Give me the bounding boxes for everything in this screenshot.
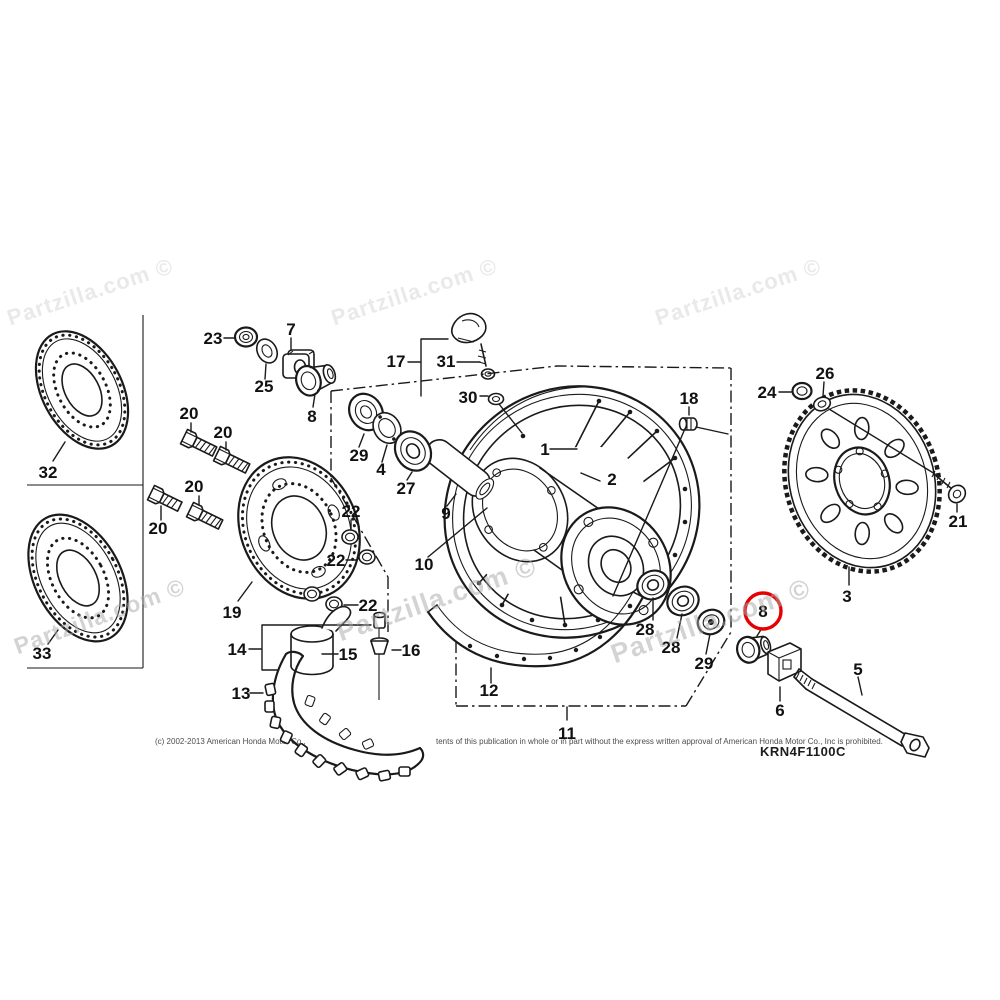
part-label-29: 29	[695, 654, 714, 673]
part-label-16: 16	[402, 641, 421, 660]
part-label-11: 11	[558, 724, 576, 743]
part-label-24: 24	[758, 383, 777, 402]
part-label-21: 21	[949, 512, 968, 531]
part-label-6: 6	[775, 701, 784, 720]
brake-disc-33	[27, 513, 129, 643]
part-label-22: 22	[327, 551, 346, 570]
part-label-20: 20	[185, 477, 204, 496]
rim-band-14	[290, 605, 352, 676]
collar-8-highlighted-part	[735, 635, 772, 664]
flange-nut-22	[303, 529, 376, 612]
part-label-8: 8	[307, 407, 316, 426]
part-label-28: 28	[662, 638, 681, 657]
part-label-33: 33	[33, 644, 52, 663]
disc-frame-lines	[27, 315, 144, 669]
rim-lock-washer-30	[487, 392, 505, 406]
part-label-3: 3	[842, 587, 851, 606]
brake-disc-32	[34, 330, 130, 450]
part-label-26: 26	[816, 364, 835, 383]
part-label-12: 12	[480, 681, 499, 700]
disc-bolt-20	[146, 484, 183, 512]
hub-brake-flange	[471, 457, 569, 563]
spoke-nipples	[476, 398, 688, 628]
part-label-17: 17	[387, 352, 406, 371]
part-label-22: 22	[359, 596, 378, 615]
collar-8-upper	[295, 363, 337, 397]
bearing-27	[393, 430, 433, 472]
brake-disc-19	[237, 456, 361, 600]
bearing-28b	[666, 585, 700, 617]
part-label-7: 7	[286, 320, 295, 339]
highlight-circle	[743, 591, 783, 631]
part-label-30: 30	[459, 388, 478, 407]
diagram-code: KRN4F1100C	[760, 744, 846, 759]
disc-bolt-20	[185, 501, 224, 530]
part-label-23: 23	[204, 329, 223, 348]
rim-lock-17	[450, 312, 487, 367]
wheel-assembly	[443, 385, 701, 639]
part-label-4: 4	[376, 460, 386, 479]
copyright-text-right: tents of this publication in whole or in…	[436, 737, 883, 746]
part-label-14: 14	[228, 640, 247, 659]
axle-bolt-5	[793, 668, 930, 758]
axle-nut-23	[233, 326, 259, 348]
tire-13	[264, 650, 425, 782]
valve-15-16	[370, 611, 389, 700]
part-label-25: 25	[255, 377, 274, 396]
spoke-nipple-18	[678, 417, 698, 431]
sprocket-washer-26	[812, 396, 832, 412]
copyright-text-left: (c) 2002-2013 American Honda Motor Co.,	[155, 737, 306, 746]
washer-25	[255, 338, 279, 364]
part-label-2: 2	[607, 470, 616, 489]
part-label-20: 20	[149, 519, 168, 538]
leader-lines	[47, 337, 958, 721]
seal-29-right	[696, 608, 726, 636]
disc-bolt-20	[179, 428, 218, 457]
group-boundary	[330, 365, 732, 707]
part-label-13: 13	[232, 684, 251, 703]
part-label-22: 22	[342, 502, 361, 521]
part-label-15: 15	[339, 645, 358, 664]
part-label-27: 27	[397, 479, 416, 498]
part-label-19: 19	[223, 603, 242, 622]
part-label-10: 10	[415, 555, 434, 574]
part-label-5: 5	[853, 660, 862, 679]
sprocket-bolt-21	[931, 470, 967, 504]
part-label-9: 9	[441, 504, 450, 523]
part-label-8-highlighted: 8	[758, 602, 767, 621]
bearing-28a	[636, 569, 670, 601]
sprocket-nut-24	[791, 381, 813, 401]
part-label-32: 32	[39, 463, 58, 482]
part-label-29: 29	[350, 446, 369, 465]
part-label-20: 20	[180, 404, 199, 423]
part-label-18: 18	[680, 389, 699, 408]
part-label-28: 28	[636, 620, 655, 639]
disc-bolt-20	[212, 445, 251, 474]
part-label-20: 20	[214, 423, 233, 442]
chain-adjuster-6	[767, 642, 802, 682]
part-label-31: 31	[437, 352, 456, 371]
part-label-1: 1	[540, 440, 549, 459]
tire-knobs	[264, 682, 411, 782]
sprocket-3	[782, 388, 942, 574]
